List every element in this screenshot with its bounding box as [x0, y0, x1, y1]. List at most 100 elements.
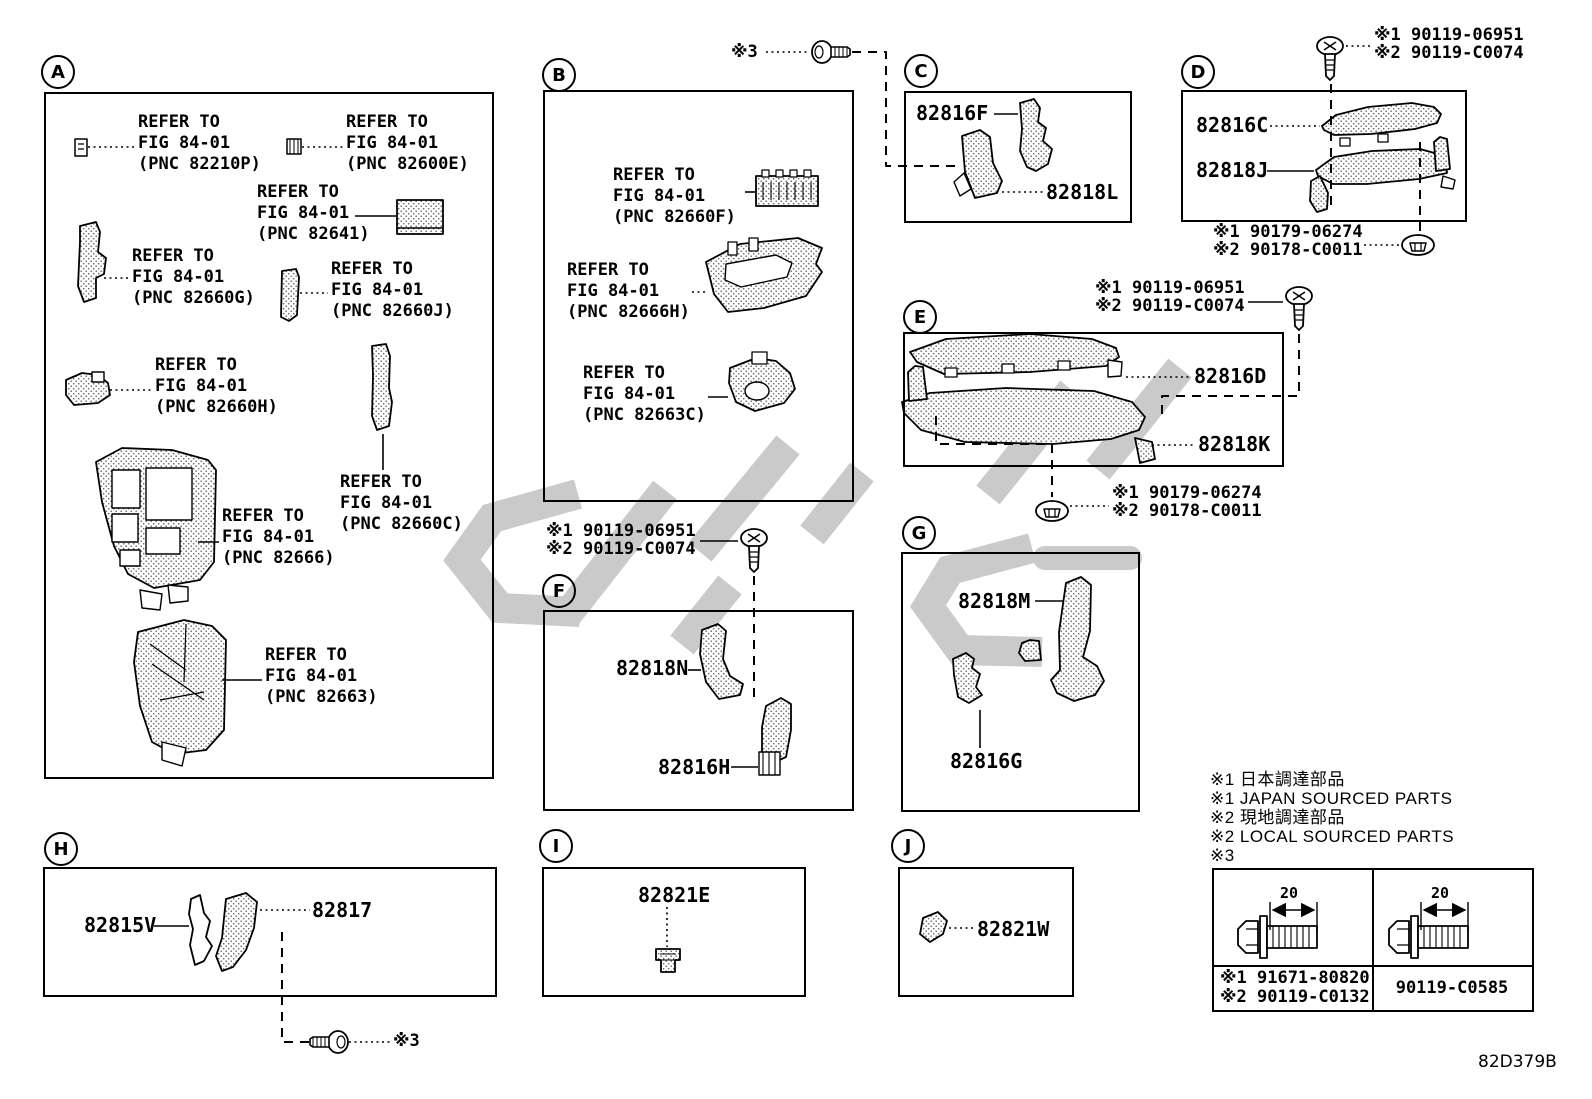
fastener-line: ※1 90179-06274: [1112, 483, 1262, 503]
clip-82821w-drawing: [919, 911, 948, 943]
refer-line: (PNC 82660C): [340, 514, 463, 534]
section-g-marker: G: [902, 516, 936, 550]
section-j-marker: J: [891, 829, 925, 863]
fastener-line: ※1 90119-06951: [1374, 25, 1524, 45]
section-d-marker: D: [1181, 55, 1215, 89]
refer-line: FIG 84-01: [222, 527, 315, 547]
grommet-label-e: ※1 90179-06274 ※2 90178-C0011: [1112, 484, 1262, 520]
section-e-drawings: [901, 333, 1156, 464]
refer-note-82660h: REFER TO FIG 84-01 (PNC 82660H): [155, 355, 278, 418]
bolt-icon: [811, 40, 851, 64]
refer-line: REFER TO: [265, 645, 347, 665]
part-82817-drawing: [215, 892, 258, 972]
table-cell-right: 90119-C0585: [1395, 978, 1509, 998]
part-82816g-drawing: [952, 652, 983, 704]
refer-line: REFER TO: [331, 259, 413, 279]
part-82818m-drawing: [1050, 576, 1105, 702]
section-a-box: [44, 92, 494, 779]
legend-line-en1: ※1 JAPAN SOURCED PARTS: [1210, 789, 1453, 808]
refer-line: (PNC 82641): [257, 224, 370, 244]
part-label-82816g: 82816G: [950, 749, 1023, 773]
part-label-82816h: 82816H: [658, 755, 731, 779]
refer-note-82666: REFER TO FIG 84-01 (PNC 82666): [222, 506, 335, 569]
section-c-drawings: [953, 98, 1053, 199]
refer-line: REFER TO: [155, 355, 237, 375]
refer-note-82660j: REFER TO FIG 84-01 (PNC 82660J): [331, 259, 454, 322]
refer-line: FIG 84-01: [265, 666, 358, 686]
fastener-line: ※2 90119-C0074: [1374, 43, 1524, 63]
table-left-line2: ※2 90119-C0132: [1220, 987, 1370, 1007]
fastener-line: ※2 90178-C0011: [1213, 240, 1363, 260]
legend-line-jp1: ※1 日本調達部品: [1210, 770, 1345, 789]
part-label-82821e: 82821E: [638, 883, 711, 907]
section-f-box: [543, 610, 854, 811]
refer-line: FIG 84-01: [346, 133, 439, 153]
section-b-marker: B: [542, 58, 576, 92]
refer-line: REFER TO: [340, 472, 422, 492]
refer-line: REFER TO: [257, 182, 339, 202]
part-label-82818n: 82818N: [616, 656, 689, 680]
bracket-82660c-drawing: [371, 343, 393, 431]
part-82816f-drawing: [1019, 98, 1053, 172]
refer-line: FIG 84-01: [155, 376, 248, 396]
fastener-line: ※2 90119-C0074: [1095, 296, 1245, 316]
grommet-icon: [1401, 234, 1435, 256]
part-82816h-drawing: [761, 697, 792, 764]
dotted-leader-lines: [88, 45, 1400, 1043]
table-divider-vertical: [1372, 870, 1374, 1010]
section-c-marker: C: [904, 54, 938, 88]
refer-note-82210p: REFER TO FIG 84-01 (PNC 82210P): [138, 112, 261, 175]
refer-note-82660c: REFER TO FIG 84-01 (PNC 82660C): [340, 472, 463, 535]
part-label-82817: 82817: [312, 898, 373, 922]
refer-line: (PNC 82600E): [346, 154, 469, 174]
refer-line: REFER TO: [132, 246, 214, 266]
refer-line: REFER TO: [222, 506, 304, 526]
grommet-label-d: ※1 90179-06274 ※2 90178-C0011: [1213, 223, 1363, 259]
section-a-drawings: [65, 138, 444, 767]
section-f-drawings: [699, 623, 792, 776]
part-label-82818l: 82818L: [1046, 180, 1119, 204]
bolt-spec-table: ※1 91671-80820 ※2 90119-C0132 90119-C058…: [1212, 868, 1534, 1012]
legend-line-en2: ※2 LOCAL SOURCED PARTS: [1210, 827, 1455, 846]
refer-note-82641: REFER TO FIG 84-01 (PNC 82641): [257, 182, 370, 245]
refer-line: FIG 84-01: [138, 133, 231, 153]
section-h-drawings: [188, 892, 258, 972]
fastener-line: ※2 90119-C0074: [546, 539, 696, 559]
refer-line: REFER TO: [346, 112, 428, 132]
table-divider-horizontal: [1214, 965, 1532, 967]
part-label-82815v: 82815V: [84, 913, 157, 937]
bolt-length-dim-left: 20: [1280, 884, 1299, 902]
dashed-assembly-lines: [281, 51, 1421, 1043]
section-b-drawings: [705, 169, 823, 412]
screw-icon: [740, 528, 768, 573]
bolt-icon: [309, 1030, 349, 1054]
leader-lines: [154, 113, 1314, 927]
refer-line: FIG 84-01: [331, 280, 424, 300]
refer-line: (PNC 82210P): [138, 154, 261, 174]
clip-82210p-drawing: [74, 138, 88, 157]
section-a-marker: A: [41, 55, 75, 89]
fastener-line: ※1 90119-06951: [546, 521, 696, 541]
refer-line: (PNC 82660J): [331, 301, 454, 321]
part-82818k-drawing: [901, 387, 1146, 445]
part-label-82816c: 82816C: [1196, 113, 1269, 137]
section-f-marker: F: [542, 574, 576, 608]
refer-line: (PNC 82663C): [583, 405, 706, 425]
section-j-drawings: [919, 911, 948, 943]
refer-note-82666h: REFER TO FIG 84-01 (PNC 82666H): [567, 260, 690, 323]
refer-line: (PNC 82660H): [155, 397, 278, 417]
bracket-82660g-drawing: [77, 221, 107, 303]
section-i-marker: I: [539, 829, 573, 863]
legend-line-note3: ※3: [1210, 846, 1235, 865]
refer-line: REFER TO: [583, 363, 665, 383]
part-label-82818k: 82818K: [1198, 432, 1271, 456]
refer-line: REFER TO: [613, 165, 695, 185]
bolt-note-h: ※3: [393, 1031, 420, 1051]
fastener-line: ※2 90178-C0011: [1112, 501, 1262, 521]
screw-label-f: ※1 90119-06951 ※2 90119-C0074: [546, 522, 696, 558]
section-e-box: [903, 332, 1284, 467]
part-label-82816f: 82816F: [916, 101, 989, 125]
refer-line: FIG 84-01: [613, 186, 706, 206]
